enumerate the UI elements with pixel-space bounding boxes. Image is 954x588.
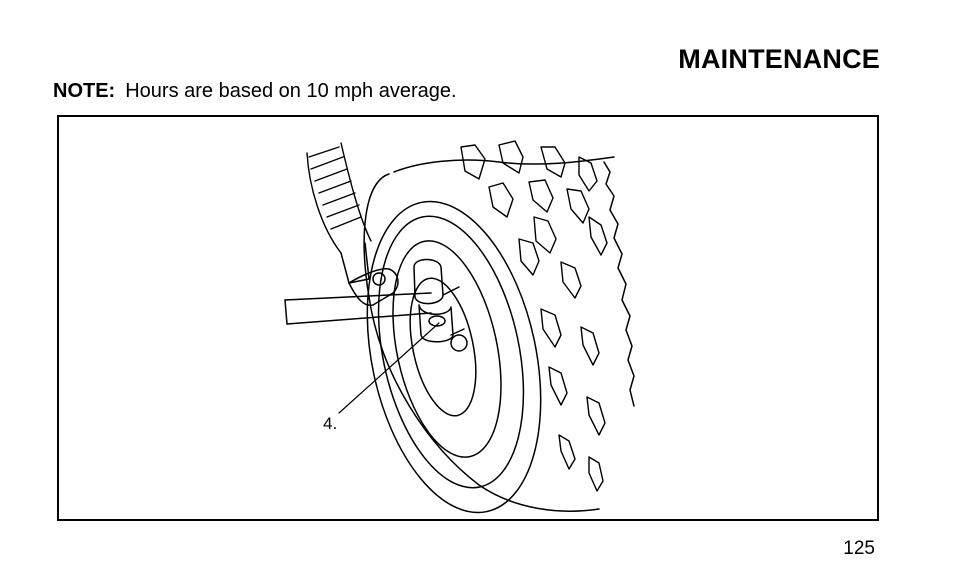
wheel-illustration bbox=[284, 140, 635, 514]
grease-fitting bbox=[428, 315, 446, 327]
note-label: NOTE: bbox=[53, 80, 116, 102]
shock-mount bbox=[348, 268, 399, 307]
ball-joint-body bbox=[413, 258, 444, 305]
note: NOTE: Hours are based on 10 mph average. bbox=[53, 80, 457, 103]
tie-rod bbox=[284, 292, 432, 325]
note-text: Hours are based on 10 mph average. bbox=[125, 80, 457, 102]
rim-dish bbox=[409, 277, 477, 417]
rim-inner bbox=[392, 240, 502, 458]
shock-spring bbox=[306, 142, 372, 254]
hub-spindle bbox=[442, 286, 465, 336]
tie-rod-end bbox=[284, 299, 288, 325]
tire-outline bbox=[363, 173, 600, 512]
callout-label: 4. bbox=[323, 414, 338, 433]
hub-nut bbox=[450, 334, 468, 352]
tire-edge bbox=[393, 156, 615, 173]
rim-middle bbox=[377, 215, 525, 489]
tire-right-edge bbox=[603, 161, 635, 407]
figure-frame: 4. bbox=[57, 115, 879, 521]
page-number: 125 bbox=[843, 538, 875, 559]
rim-outer bbox=[366, 200, 542, 514]
callout-leader bbox=[338, 322, 440, 414]
ball-joint-lower bbox=[418, 304, 454, 343]
tread-blocks bbox=[460, 140, 608, 492]
shock-bolt bbox=[372, 272, 386, 286]
shock-body bbox=[340, 242, 370, 284]
section-title: MAINTENANCE bbox=[678, 44, 880, 74]
